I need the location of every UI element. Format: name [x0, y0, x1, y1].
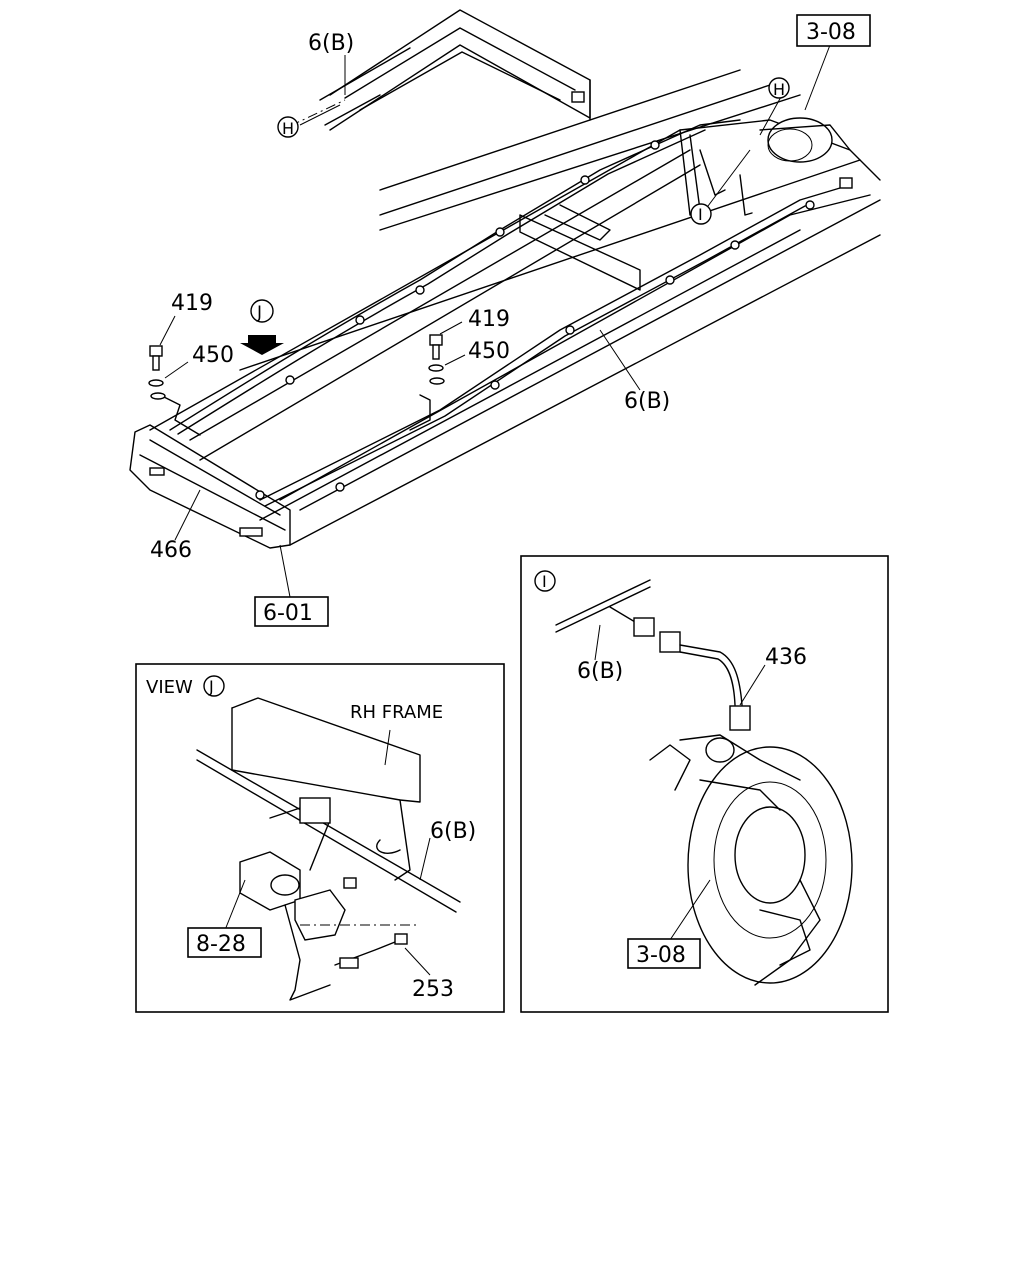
ref-3-08-detail[interactable]: 3-08 — [627, 938, 701, 969]
detail-i-panel: I — [520, 555, 889, 1013]
svg-text:H: H — [773, 80, 785, 99]
svg-text:3-08: 3-08 — [636, 943, 686, 968]
view-direction-arrow — [240, 335, 284, 355]
view-j-title: VIEW — [146, 677, 193, 698]
bolt-419-mid-icon — [428, 334, 445, 385]
bolt-419-left-icon — [148, 345, 166, 400]
svg-text:3-08: 3-08 — [806, 20, 856, 45]
part-466-label: 466 — [150, 538, 192, 563]
part-253-label: 253 — [412, 977, 454, 1002]
view-j-callout: J — [203, 675, 225, 697]
pipe-6b-mid-label: 6(B) — [624, 389, 670, 414]
pipe-6b-panel-i-label: 6(B) — [577, 659, 623, 684]
washer-450-left-label: 450 — [192, 343, 234, 368]
bolt-419-left-label: 419 — [171, 291, 213, 316]
svg-text:6-01: 6-01 — [263, 601, 313, 626]
main-frame-illustration — [129, 9, 881, 598]
svg-text:J: J — [256, 303, 262, 323]
svg-text:I: I — [542, 572, 547, 591]
rh-frame-label: RH FRAME — [350, 702, 443, 723]
callout-j-arrow: J — [250, 299, 274, 323]
callout-i-main: I — [690, 203, 712, 225]
callout-h-right: H — [768, 77, 790, 99]
bolt-419-mid-label: 419 — [468, 307, 510, 332]
part-436-label: 436 — [765, 645, 807, 670]
svg-text:I: I — [698, 205, 703, 224]
callout-h-top: H — [277, 116, 299, 138]
pipe-clips — [255, 140, 815, 500]
detail-i-callout: I — [534, 570, 556, 592]
svg-text:8-28: 8-28 — [196, 932, 246, 957]
svg-text:J: J — [208, 677, 214, 696]
pipe-6b-viewj-label: 6(B) — [430, 819, 476, 844]
washer-450-mid-label: 450 — [468, 339, 510, 364]
ref-6-01[interactable]: 6-01 — [254, 596, 329, 627]
ref-3-08-top[interactable]: 3-08 — [796, 14, 871, 47]
ref-8-28[interactable]: 8-28 — [187, 927, 262, 958]
svg-text:H: H — [282, 119, 294, 138]
pipe-6b-top-label: 6(B) — [308, 31, 354, 56]
